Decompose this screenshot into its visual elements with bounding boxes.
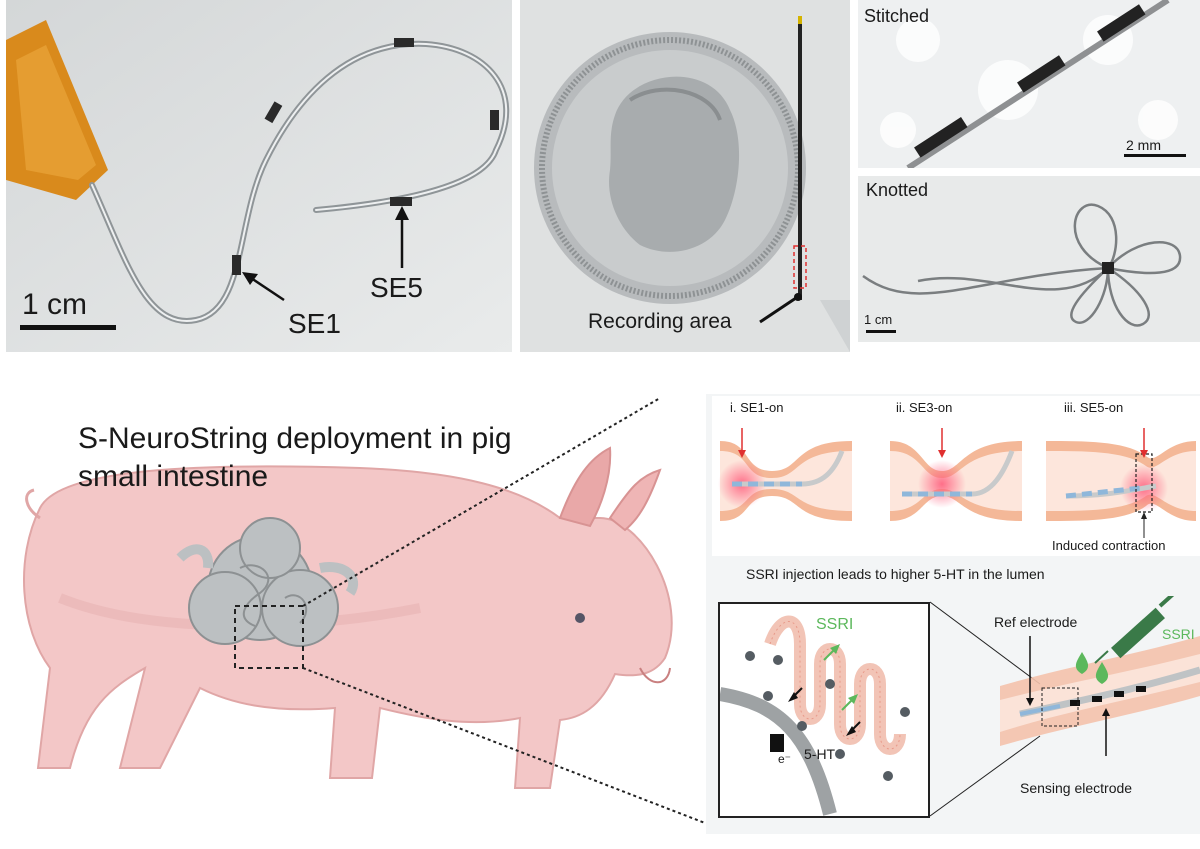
stitched-electrodes <box>914 4 1146 158</box>
ssri-inset-label: SSRI <box>816 616 854 633</box>
stitched-photo-art <box>858 0 1200 168</box>
induced-contraction-label: Induced contraction <box>1052 538 1166 553</box>
ssri-drops <box>1075 652 1109 684</box>
pig-icon <box>22 446 673 789</box>
sensing-electrode-label: Sensing electrode <box>1020 780 1133 796</box>
device-photo-art <box>6 0 512 352</box>
photo-stitched: Stitched 2 mm <box>858 0 1200 168</box>
step-se5-label: iii. SE5-on <box>1064 400 1124 415</box>
ref-electrode-label: Ref electrode <box>994 614 1078 630</box>
sensing-electrode <box>770 734 784 752</box>
knot <box>1102 262 1114 274</box>
intestine-icon <box>176 517 359 647</box>
scale-label: 1 cm <box>864 312 893 327</box>
contraction-art <box>718 428 1196 538</box>
photo-knotted: Knotted 1 cm <box>858 176 1200 342</box>
electrode-se5 <box>390 197 412 206</box>
intestine-segment-se3 <box>890 428 1022 521</box>
electron-label: e⁻ <box>778 752 792 766</box>
electrode-se1 <box>232 255 241 275</box>
syringe-icon <box>1094 596 1175 664</box>
se1-label: SE1 <box>288 308 341 339</box>
scale-label: 2 mm <box>1126 137 1161 153</box>
photo-device: 1 cm SE1 SE5 <box>6 0 512 352</box>
pig-illustration <box>22 397 706 824</box>
knotted-photo-art <box>858 176 1200 342</box>
scale-bar <box>866 330 896 333</box>
scale-bar <box>1124 154 1186 157</box>
photo-coin: Recording area <box>520 0 850 352</box>
ssri-overview: Ref electrode SSRI Sensing electrode <box>930 596 1200 832</box>
scale-label: 1 cm <box>22 288 88 321</box>
scale-bar <box>20 325 116 330</box>
arrow-se1 <box>247 274 285 302</box>
pig-title-line1: S-NeuroString deployment in pig <box>78 422 512 455</box>
intestine-segment-se1 <box>718 428 852 521</box>
zoom-box <box>234 605 304 669</box>
coin-photo-art <box>520 0 850 352</box>
intestine-segment-se5 <box>1046 428 1196 538</box>
pig-title-line2: small intestine <box>78 460 269 493</box>
step-se1-label: i. SE1-on <box>730 400 784 415</box>
serotonin-label: 5-HT <box>804 746 836 762</box>
overview-art <box>930 596 1200 817</box>
knotted-label: Knotted <box>866 180 929 200</box>
recording-area-label: Recording area <box>588 310 732 333</box>
pig-panel: S-NeuroString deployment in pig small in… <box>0 368 720 849</box>
step-se3-label: ii. SE3-on <box>896 400 953 415</box>
se5-label: SE5 <box>370 272 423 303</box>
contraction-panel: i. SE1-on ii. SE3-on iii. SE5-on Induced… <box>712 396 1200 556</box>
ssri-heading: SSRI injection leads to higher 5-HT in t… <box>746 566 1045 582</box>
ssri-inset: SSRI e⁻ 5-HT <box>718 602 930 818</box>
stitched-label: Stitched <box>864 6 930 26</box>
ssri-syringe-label: SSRI <box>1162 626 1195 642</box>
inset-art <box>720 615 910 816</box>
electrode-dots <box>1070 686 1146 706</box>
recording-area-box <box>793 245 807 289</box>
serotonin-molecules <box>745 651 910 781</box>
